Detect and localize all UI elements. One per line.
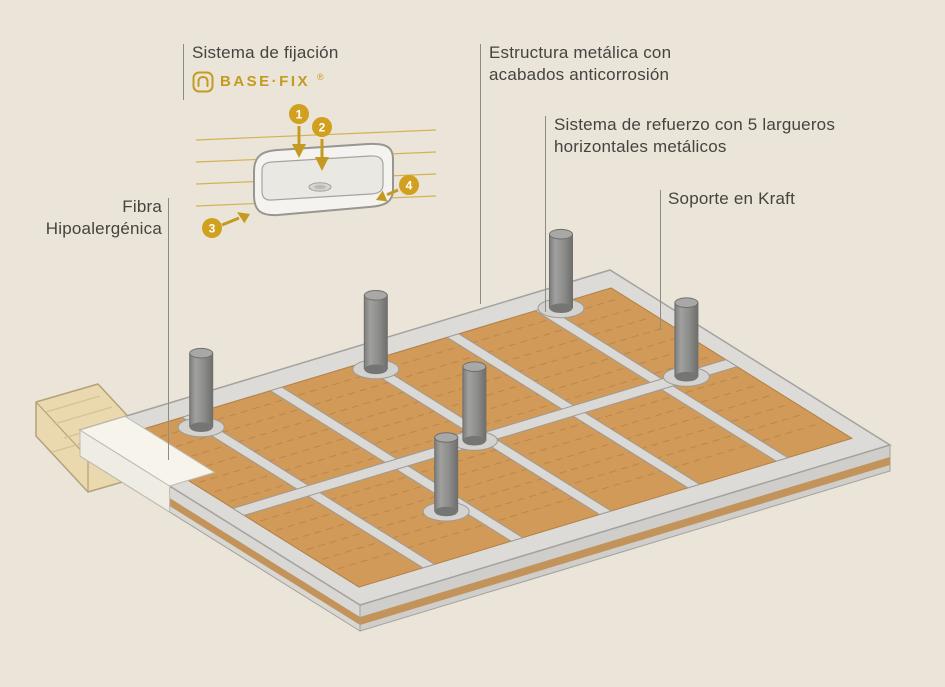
kraft-board-edge-front xyxy=(360,457,890,625)
leg-outline xyxy=(434,437,459,512)
step-arrows xyxy=(221,126,399,227)
step-number-2: 2 xyxy=(319,121,326,135)
leg-top xyxy=(462,361,487,373)
leader-structure xyxy=(480,44,481,304)
arrow-4-head xyxy=(376,190,388,202)
arrow-1-head xyxy=(292,144,306,158)
leg-base xyxy=(434,506,458,517)
kraft-label: Soporte en Kraft xyxy=(668,188,848,210)
basefix-logo: BASE·FIX ® xyxy=(192,71,382,93)
fixing-system-text: Sistema de fijación xyxy=(192,43,339,62)
fixing-system-label: Sistema de fijación BASE·FIX ® xyxy=(192,42,382,93)
leg-top xyxy=(674,297,699,309)
leg-body xyxy=(189,353,213,428)
fiber-corner-cap xyxy=(78,415,216,487)
basefix-detail-drawing: 1 2 3 4 xyxy=(195,104,437,238)
brand-name: BASE·FIX xyxy=(220,73,311,91)
leg-outline xyxy=(363,295,388,370)
leg-base xyxy=(364,364,388,375)
step-number-4: 4 xyxy=(406,179,413,193)
leg-top xyxy=(434,432,459,443)
structure-text: Estructura metálica con acabados anticor… xyxy=(489,43,672,85)
leg-base xyxy=(549,303,573,314)
reinforcement-label: Sistema de refuerzo con 5 largueros hori… xyxy=(554,114,854,158)
bracket-hole-inner xyxy=(314,184,326,190)
leg-outline xyxy=(189,353,214,428)
arrow-4-line xyxy=(386,188,399,197)
step-badges: 1 2 3 4 xyxy=(202,104,419,238)
step-badge-3 xyxy=(202,218,222,238)
step-number-1: 1 xyxy=(296,108,303,122)
arrow-3-head xyxy=(237,212,250,224)
step-badge-2 xyxy=(312,117,332,137)
arrow-2-head xyxy=(315,157,329,171)
step-badge-4 xyxy=(399,175,419,195)
leader-kraft xyxy=(660,190,661,330)
leg-base xyxy=(674,371,698,382)
leg-base xyxy=(189,422,213,433)
registered-mark: ® xyxy=(317,72,324,83)
leg-body xyxy=(462,366,486,441)
leg-top xyxy=(363,290,388,301)
leader-reinforcement xyxy=(545,116,546,312)
step-badge-1 xyxy=(289,104,309,124)
leg-body xyxy=(434,437,458,512)
leg-body xyxy=(674,302,698,377)
leg-outline xyxy=(549,234,573,309)
reinforcement-text: Sistema de refuerzo con 5 largueros hori… xyxy=(554,115,836,157)
leg-top xyxy=(189,347,214,359)
leg-base xyxy=(462,435,486,446)
fiber-text: Fibra Hipoalergénica xyxy=(45,197,162,239)
leg-body xyxy=(364,295,388,370)
wood-grain xyxy=(45,395,125,453)
leader-fixing-system xyxy=(183,44,184,100)
bracket-channel xyxy=(261,155,384,201)
leg-top xyxy=(549,228,573,240)
kraft-text: Soporte en Kraft xyxy=(668,189,795,208)
fiber-label: Fibra Hipoalergénica xyxy=(20,196,162,240)
leg-body xyxy=(549,234,573,309)
leg-outline xyxy=(674,302,699,377)
leg-outline xyxy=(462,366,487,441)
structure-label: Estructura metálica con acabados anticor… xyxy=(489,42,694,86)
arrow-3-line xyxy=(221,216,240,227)
basefix-logo-icon xyxy=(192,71,214,93)
step-number-3: 3 xyxy=(209,222,216,236)
leader-fiber xyxy=(168,198,169,460)
